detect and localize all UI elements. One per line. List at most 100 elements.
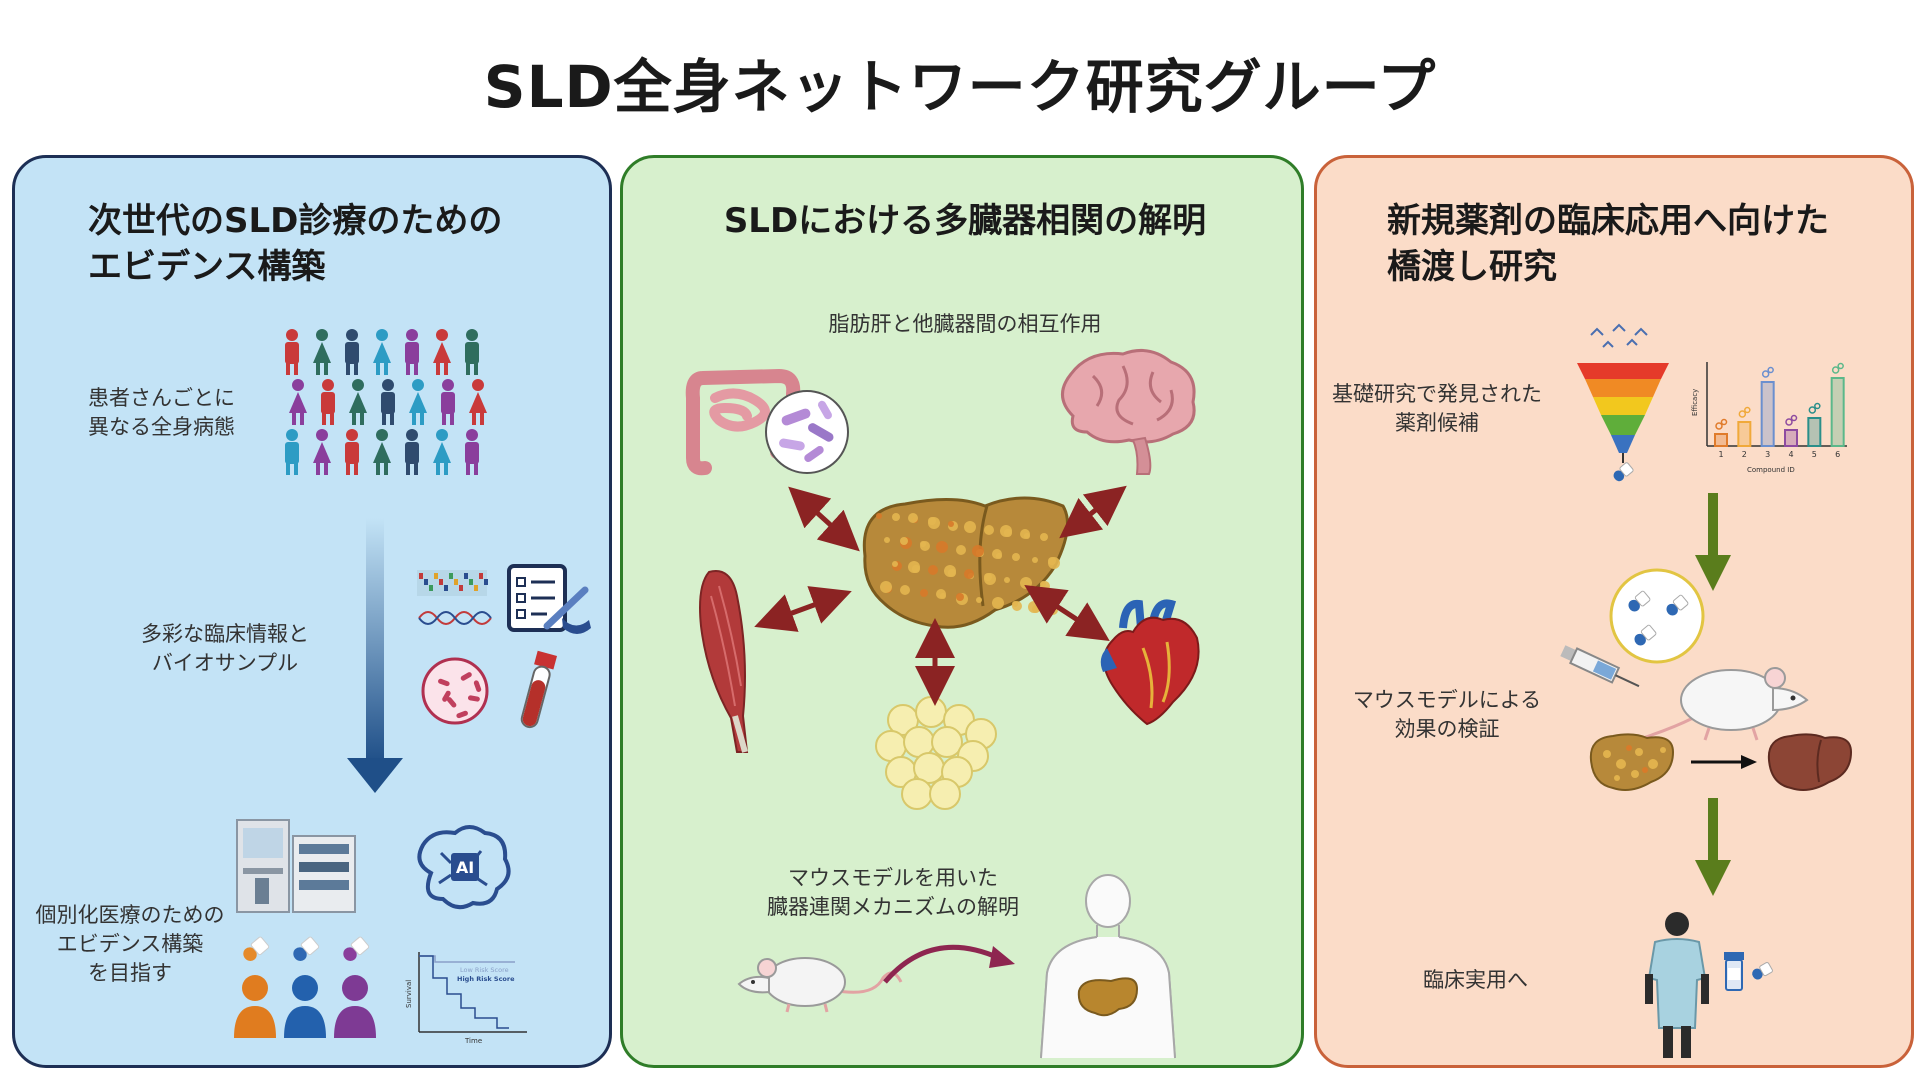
- person-figure: [409, 379, 427, 425]
- chart-tick-label: 3: [1765, 450, 1770, 459]
- panel2-label-mouse-line2: 臓器連関メカニズムの解明: [767, 895, 1019, 919]
- panel1-heading: 次世代のSLD診療のための エビデンス構築: [88, 198, 502, 290]
- panel1-heading-line1: 次世代のSLD診療のための: [88, 201, 503, 241]
- panel2-label-mouse: マウスモデルを用いた 臓器連関メカニズムの解明: [723, 864, 1063, 922]
- person-figure: [373, 429, 391, 475]
- person-figure: [381, 379, 395, 425]
- flow-arrow-1-icon: [1695, 493, 1731, 591]
- chart-bar: [1737, 421, 1752, 447]
- km-ylabel: Survival: [405, 980, 413, 1008]
- flow-arrow-2-icon: [1695, 798, 1731, 896]
- chart-bar: [1760, 381, 1775, 447]
- person-figure: [465, 329, 479, 375]
- patient-icon: [1645, 912, 1709, 1058]
- blood-tube-icon: [520, 650, 558, 729]
- capsule-bubble-icon: [1609, 568, 1705, 664]
- panel1-label-patients: 患者さんごとに 異なる全身病態: [88, 384, 235, 442]
- interaction-arrows-icon: [754, 485, 1127, 706]
- person-figure: [345, 429, 359, 475]
- panel-evidence: 次世代のSLD診療のための エビデンス構築 患者さんごとに 異なる全身病態 多彩…: [12, 155, 612, 1068]
- flow-down-arrow-icon: [347, 518, 403, 793]
- km-xlabel: Time: [464, 1037, 482, 1045]
- panel3-label-mouse-line2: 効果の検証: [1394, 717, 1500, 741]
- person-figure: [313, 329, 331, 375]
- person-figure: [373, 329, 391, 375]
- person-figure: [405, 429, 419, 475]
- chart-tick-label: 5: [1812, 450, 1817, 459]
- chart-ylabel: Efficacy: [1691, 389, 1699, 416]
- panel2-label-interaction: 脂肪肝と他臓器間の相互作用: [828, 312, 1102, 336]
- person-figure: [285, 329, 299, 375]
- compound-icon: [1785, 418, 1793, 426]
- mouse-icon: [1642, 667, 1809, 741]
- panel1-label-personalized: 個別化医療のための エビデンス構築 を目指す: [25, 901, 235, 988]
- liver-fatty-icon: [1589, 733, 1675, 791]
- microbe-icon: [765, 390, 849, 474]
- person-figure: [465, 429, 479, 475]
- panel1-label-patients-line1: 患者さんごとに: [88, 386, 235, 410]
- muscle-icon: [699, 570, 749, 753]
- compound-icon: [1837, 362, 1844, 370]
- syringe-icon: [1560, 645, 1640, 688]
- panel3-label-candidates-line1: 基礎研究で発見された: [1332, 382, 1542, 406]
- patient-groups-icon: [234, 936, 376, 1038]
- mouse-icon: [737, 957, 903, 1013]
- person-figure: [345, 329, 359, 375]
- person-icon: [234, 975, 376, 1038]
- chart-tick-label: 1: [1718, 450, 1723, 459]
- panel1-label-clinical-line1: 多彩な臨床情報と: [141, 622, 309, 646]
- page-title: SLD全身ネットワーク研究グループ: [483, 53, 1437, 121]
- compound-icon: [1808, 406, 1817, 414]
- bacteria-icon: [421, 657, 489, 725]
- chart-bar: [1784, 429, 1798, 447]
- chart-tick-label: 2: [1742, 450, 1747, 459]
- curved-arrow-icon: [883, 944, 1015, 984]
- person-figure: [321, 379, 335, 425]
- compound-icon: [1767, 366, 1774, 374]
- panel1-label-personalized-line1: 個別化医療のための: [35, 903, 225, 927]
- adipose-icon: [875, 696, 997, 810]
- chart-bar: [1714, 433, 1728, 447]
- person-figure: [433, 329, 451, 375]
- person-figure: [313, 429, 331, 475]
- km-low-label: Low Risk Score: [460, 966, 509, 974]
- person-figure: [349, 379, 367, 425]
- chart-bar: [1830, 377, 1845, 447]
- funnel-icon: [1577, 323, 1669, 482]
- person-figure: [405, 329, 419, 375]
- panel1-heading-line2: エビデンス構築: [88, 247, 326, 287]
- brain-icon: [1061, 348, 1196, 475]
- pill-bottle-icon: [1724, 952, 1773, 991]
- liver-healthy-icon: [1767, 733, 1853, 791]
- panel3-heading-line2: 橋渡し研究: [1387, 247, 1557, 287]
- human-body-icon: [1040, 874, 1176, 1059]
- panel2-label-mouse-line1: マウスモデルを用いた: [788, 866, 998, 890]
- capsule-icon: [243, 936, 370, 961]
- chart-xlabel: Compound ID: [1747, 466, 1795, 474]
- person-figure: [285, 429, 299, 475]
- panel3-heading: 新規薬剤の臨床応用へ向けた 橋渡し研究: [1387, 198, 1829, 290]
- compound-icon: [1814, 402, 1821, 410]
- compound-icon: [1738, 410, 1747, 418]
- panel3-heading-line1: 新規薬剤の臨床応用へ向けた: [1387, 201, 1829, 241]
- ai-brain-icon: AI: [417, 825, 511, 910]
- panel3-label-candidates: 基礎研究で発見された 薬剤候補: [1317, 380, 1557, 438]
- crowd-icon: [285, 329, 487, 475]
- compound-icon: [1831, 366, 1840, 374]
- clipboard-icon: [507, 564, 591, 634]
- km-high-label: High Risk Score: [457, 975, 515, 983]
- lab-instrument-icon: [236, 819, 356, 913]
- chart-tick-label: 4: [1788, 450, 1793, 459]
- panel1-label-patients-line2: 異なる全身病態: [88, 415, 235, 439]
- heart-icon: [1100, 599, 1200, 726]
- panel-translational: 新規薬剤の臨床応用へ向けた 橋渡し研究 基礎研究で発見された 薬剤候補 Effi…: [1314, 155, 1914, 1068]
- person-figure: [433, 429, 451, 475]
- compound-icon: [1744, 406, 1751, 414]
- panel-multiorgan: SLDにおける多臓器相関の解明 脂肪肝と他臓器間の相互作用: [620, 155, 1304, 1068]
- dna-icon: [417, 570, 492, 625]
- chart-tick-label: 6: [1835, 450, 1840, 459]
- ai-label: AI: [456, 858, 474, 877]
- panel1-label-clinical-line2: バイオサンプル: [151, 651, 299, 675]
- compound-icon: [1761, 370, 1770, 378]
